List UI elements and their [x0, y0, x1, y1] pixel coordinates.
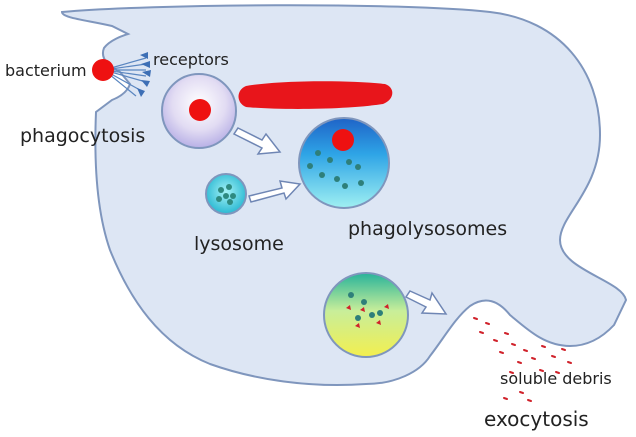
- bacterium-icon: [92, 59, 114, 81]
- label-phagolysosomes: phagolysosomes: [348, 218, 507, 240]
- label-exocytosis: exocytosis: [484, 407, 589, 431]
- label-phagocytosis: phagocytosis: [20, 125, 145, 147]
- soluble-debris-particles: [473, 317, 572, 402]
- arrow-lysosome-to-phagolysosome-icon: [248, 180, 302, 203]
- digestive-particles: [307, 150, 364, 189]
- receptors-icon: [137, 52, 151, 97]
- label-lysosome: lysosome: [194, 233, 284, 255]
- phagolysosome-bacterium-icon: [332, 129, 354, 151]
- arrow-to-phagolysosome-icon: [232, 127, 282, 155]
- label-soluble-debris: soluble debris: [500, 369, 612, 388]
- phagolysosome-upper: [298, 117, 390, 209]
- lysosome-enzymes: [216, 184, 236, 205]
- residual-body: [323, 272, 409, 358]
- redaction-mark: [238, 81, 393, 109]
- arrow-to-exocytosis-icon: [404, 290, 448, 315]
- label-receptors: receptors: [153, 50, 229, 69]
- residual-particles: [346, 292, 389, 328]
- phagosome-bacterium-icon: [189, 99, 211, 121]
- label-bacterium: bacterium: [5, 61, 87, 80]
